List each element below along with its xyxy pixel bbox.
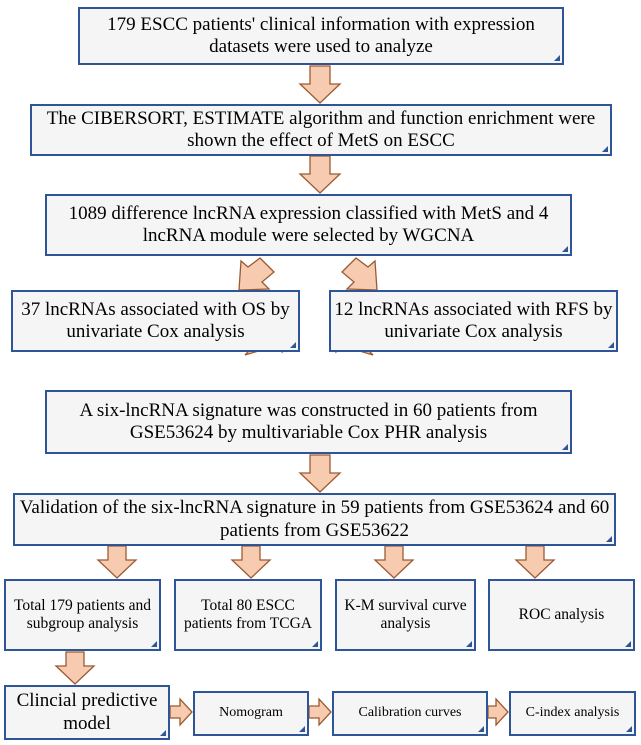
cindex-text: C-index analysis <box>525 705 620 721</box>
step-wgcna: 1089 difference lncRNA expression classi… <box>45 194 572 256</box>
cindex-box: C-index analysis <box>509 691 636 736</box>
arrow-validation-to-b4 <box>514 545 556 579</box>
validation-box-text: Validation of the six-lncRNA signature i… <box>19 497 610 541</box>
step-cibersort: The CIBERSORT, ESTIMATE algorithm and fu… <box>30 104 612 156</box>
calibration-text: Calibration curves <box>358 705 462 721</box>
arrow-signature-to-validation <box>298 454 342 493</box>
clinical-model-text: Clincial predictive model <box>16 690 158 734</box>
arrow-step2-to-step3 <box>298 155 342 194</box>
rfs-box: 12 lncRNAs associated with RFS by univar… <box>329 290 618 352</box>
os-box: 37 lncRNAs associated with OS by univari… <box>11 290 300 352</box>
nomogram-text: Nomogram <box>219 705 283 721</box>
branch-km-text: K-M survival curve analysis <box>344 596 467 632</box>
signature-box: A six-lncRNA signature was constructed i… <box>45 390 572 454</box>
arrow-step3-to-rfs <box>341 257 378 291</box>
arrow-b1-to-clinical <box>54 651 96 685</box>
step-cibersort-text: The CIBERSORT, ESTIMATE algorithm and fu… <box>46 107 596 151</box>
arrow-validation-to-b1 <box>96 545 138 579</box>
rfs-box-text: 12 lncRNAs associated with RFS by univar… <box>334 298 613 342</box>
calibration-box: Calibration curves <box>332 691 488 736</box>
os-box-text: 37 lncRNAs associated with OS by univari… <box>21 298 290 342</box>
branch-roc-text: ROC analysis <box>518 605 605 623</box>
branch-total-179: Total 179 patients and subgroup analysis <box>4 579 161 651</box>
arrow-step1-to-step2 <box>298 65 342 104</box>
arrow-calibration-to-cindex <box>487 697 509 727</box>
arrow-nomogram-to-calibration <box>308 697 332 727</box>
branch-roc: ROC analysis <box>488 579 635 651</box>
branch-tcga-text: Total 80 ESCC patients from TCGA <box>183 596 312 632</box>
clinical-model-box: Clincial predictive model <box>4 685 170 740</box>
nomogram-box: Nomogram <box>193 691 309 736</box>
arrow-validation-to-b3 <box>373 545 415 579</box>
step-wgcna-text: 1089 difference lncRNA expression classi… <box>68 202 549 246</box>
branch-tcga: Total 80 ESCC patients from TCGA <box>174 579 322 651</box>
validation-box: Validation of the six-lncRNA signature i… <box>13 493 616 546</box>
signature-box-text: A six-lncRNA signature was constructed i… <box>79 399 538 443</box>
branch-km: K-M survival curve analysis <box>335 579 476 651</box>
arrow-validation-to-b2 <box>230 545 272 579</box>
step-clinical-info-text: 179 ESCC patients' clinical information … <box>107 13 535 57</box>
branch-total-179-text: Total 179 patients and subgroup analysis <box>13 596 152 632</box>
arrow-step3-to-os <box>238 257 275 291</box>
step-clinical-info: 179 ESCC patients' clinical information … <box>78 7 564 65</box>
arrow-clinical-to-nomogram <box>169 697 193 727</box>
